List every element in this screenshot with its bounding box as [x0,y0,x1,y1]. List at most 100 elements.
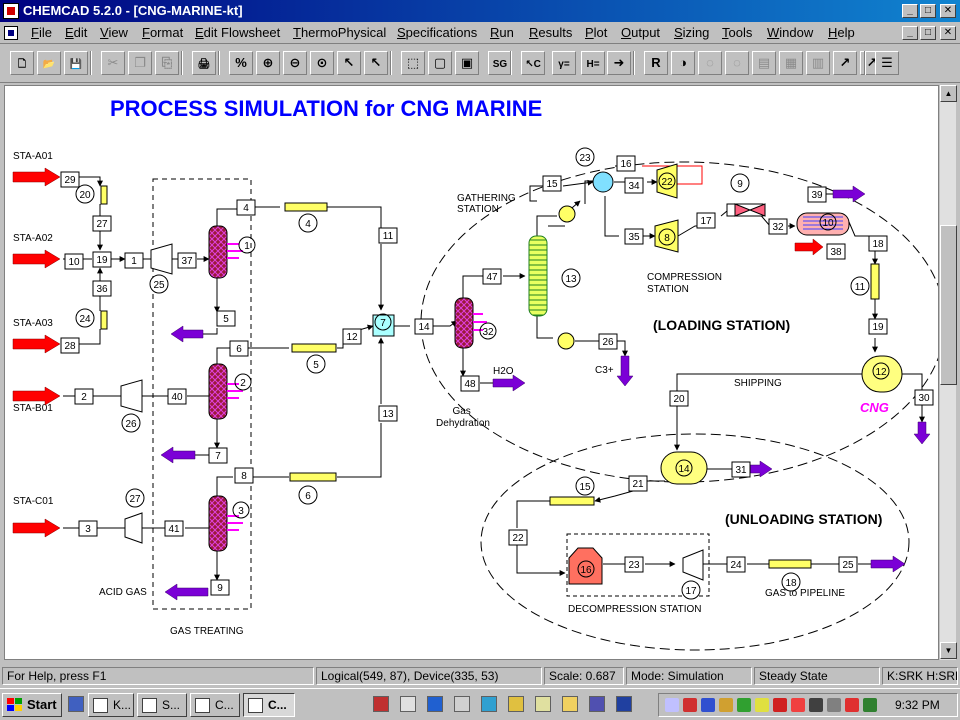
chemcad-app-icon[interactable] [3,3,19,19]
zoom-fit-button[interactable]: ⊙ [310,51,334,75]
scroll-up-arrow-icon[interactable]: ▲ [940,85,957,102]
edit-stream-button[interactable]: ↖C [521,51,545,75]
menu-plot[interactable]: Plot [585,25,608,40]
unit-circle[interactable] [781,572,801,592]
tray-icon-1[interactable] [665,698,679,712]
gamma-button[interactable]: γ= [552,51,576,75]
quicklaunch-icon-1[interactable] [373,696,389,712]
feed-arrow-sta-b01[interactable] [12,386,61,406]
unit-circle[interactable] [575,147,595,167]
stream-box[interactable] [378,405,398,422]
exchanger-10[interactable] [796,212,850,236]
stream-box[interactable] [378,227,398,244]
reboiler[interactable] [557,332,575,350]
menu-window[interactable]: Window [767,25,814,40]
report-r-button[interactable]: R [644,51,668,75]
product-arrow-7[interactable] [160,446,196,464]
chart1-button[interactable]: ◌ [698,51,722,75]
stream-box[interactable] [868,318,888,335]
stream-box[interactable] [826,243,846,260]
product-arrow-39[interactable] [832,185,866,203]
valve-9[interactable] [726,203,766,217]
export1-button[interactable]: ↗ [833,51,857,75]
flowsheet-canvas[interactable]: PROCESS SIMULATION for CNG MARINE GAS TR… [4,85,939,660]
stream-box[interactable] [342,328,362,345]
menu-sizing[interactable]: Sizing [674,25,710,40]
feed-arrow-sta-a01[interactable] [12,167,61,187]
pie-button[interactable]: ◑ [671,51,695,75]
save-button[interactable]: 💾 [64,51,88,75]
document-icon[interactable] [4,26,18,40]
unit-circle[interactable] [658,172,676,190]
percent-zoom-button[interactable]: % [229,51,253,75]
maximize-button[interactable]: □ [920,4,936,18]
select-box-button[interactable]: ⬚ [401,51,425,75]
compressor-22[interactable] [656,163,678,199]
stream-box[interactable] [731,461,751,478]
mixer-7[interactable] [372,314,395,337]
unit-circle[interactable] [234,373,252,391]
stream-box[interactable] [234,467,254,484]
stream-box[interactable] [838,556,858,573]
unit-circle[interactable] [374,313,392,331]
stream-box[interactable] [92,251,112,268]
compressor-25[interactable] [150,243,173,275]
doc-close-button[interactable]: ✕ [940,26,956,40]
frame-button[interactable]: ▢ [428,51,452,75]
stream-box[interactable] [628,475,648,492]
frame2-button[interactable]: ▣ [455,51,479,75]
stream-box[interactable] [624,556,644,573]
stream-box[interactable] [78,520,98,537]
quicklaunch-icon-8[interactable] [562,696,578,712]
stream-box[interactable] [216,310,236,327]
menu-output[interactable]: Output [621,25,661,40]
tray-icon-4[interactable] [719,698,733,712]
select-add-button[interactable]: ↖ [337,51,361,75]
product-arrow-h2o[interactable] [492,374,526,392]
stream-box[interactable] [542,175,562,192]
feed-arrow-sta-a03[interactable] [12,334,61,354]
tray-icon-2[interactable] [683,698,697,712]
menu-tools[interactable]: Tools [722,25,753,40]
heater-16[interactable] [568,547,603,585]
product-arrow-5[interactable] [170,325,204,343]
start-button[interactable]: Start [2,693,62,717]
unit-circle[interactable] [75,308,95,328]
menu-file[interactable]: File [31,25,52,40]
unit-circle[interactable] [561,268,581,288]
stream-box[interactable] [768,218,788,235]
unit-circle[interactable] [149,274,169,294]
stream-box[interactable] [177,252,197,269]
unit-circle[interactable] [125,488,145,508]
scroll-thumb[interactable] [940,225,957,385]
cng-vessel-12[interactable] [861,355,903,393]
menu-format[interactable]: Format [142,25,184,40]
stream-box[interactable] [164,520,184,537]
vertical-scrollbar[interactable]: ▲ ▼ [939,85,957,660]
absorber-3[interactable] [208,495,228,552]
expander-17[interactable] [682,549,704,581]
stream-box[interactable] [807,186,827,203]
task-button-1[interactable]: K... [88,693,134,717]
zoom-out-button[interactable]: ⊖ [283,51,307,75]
stream-box[interactable] [124,252,144,269]
product-arrow-31[interactable] [747,460,773,478]
stream-box[interactable] [414,318,434,335]
run-arrow-button[interactable]: ➜ [607,51,631,75]
tray-icon-8[interactable] [791,698,805,712]
sg-button[interactable]: SG [488,51,512,75]
tray-icon-11[interactable] [845,698,859,712]
tray-icon-12[interactable] [863,698,877,712]
unit-circle[interactable] [681,580,701,600]
dehydration-column-32[interactable] [454,297,474,349]
unit-circle[interactable] [75,184,95,204]
select-remove-button[interactable]: ↖ [364,51,388,75]
heater-4[interactable] [284,202,328,212]
quicklaunch-icon-7[interactable] [535,696,551,712]
stream-box[interactable] [167,388,187,405]
stream-box[interactable] [60,171,80,188]
compressor-8[interactable] [654,219,679,253]
stream-box[interactable] [914,389,934,406]
heater-5[interactable] [291,343,337,353]
unit-circle[interactable] [675,459,693,477]
